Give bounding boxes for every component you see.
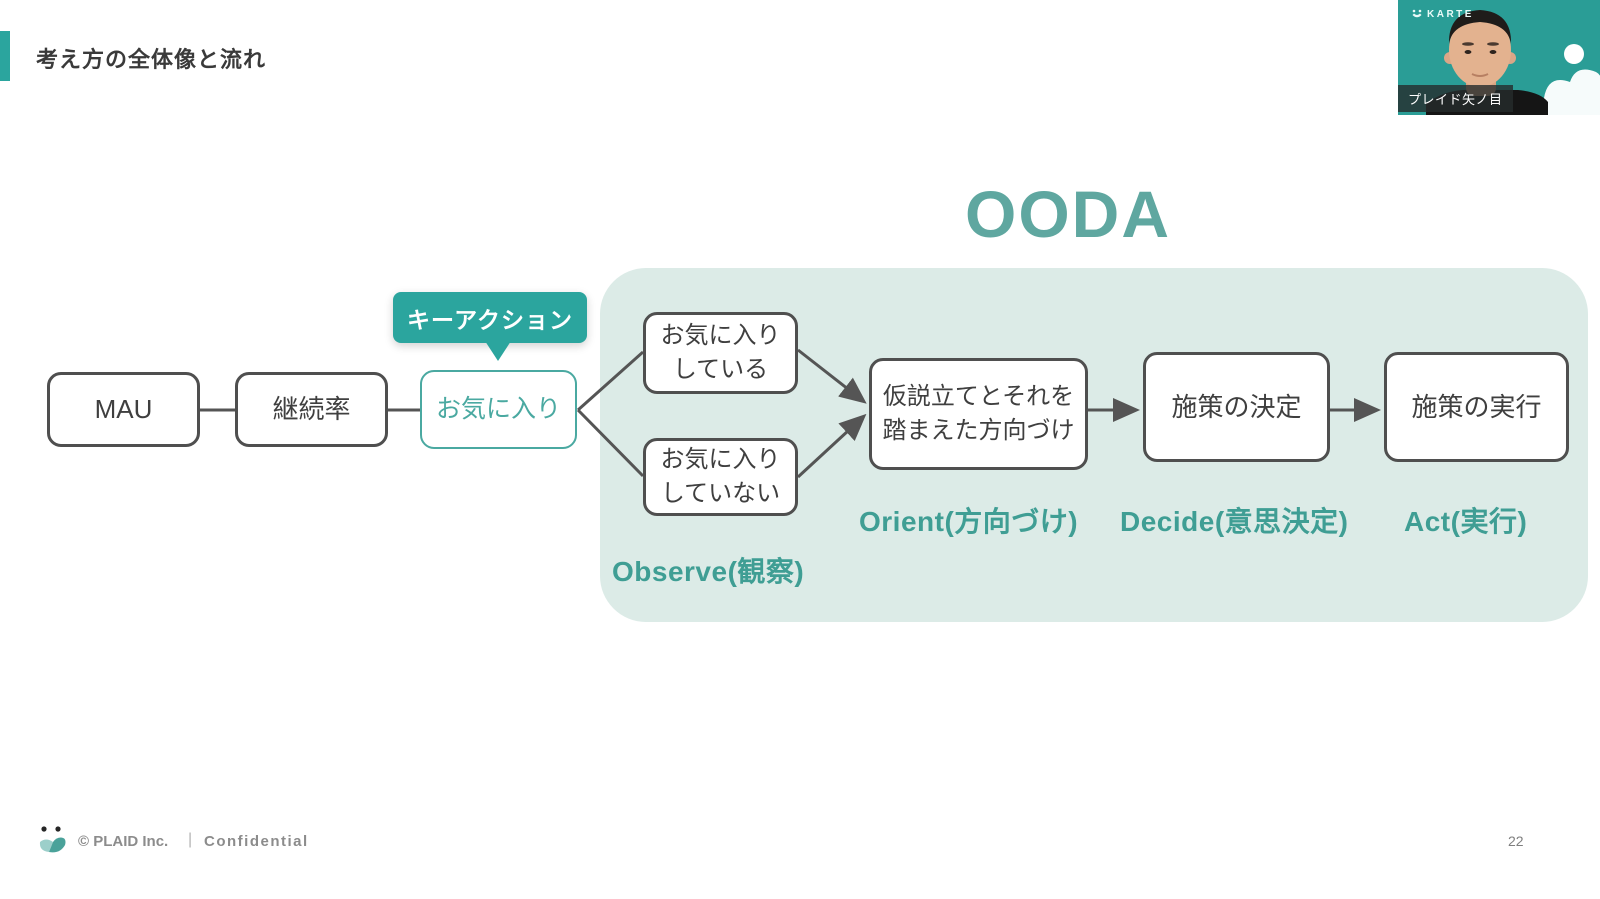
node-execute-measure: 施策の実行 bbox=[1384, 352, 1569, 462]
node-hypothesis-line1: 仮説立てとそれを bbox=[882, 383, 1075, 411]
karte-logo: KARTE bbox=[1411, 8, 1474, 20]
node-act-label: 施策の実行 bbox=[1411, 391, 1542, 422]
footer-separator: | bbox=[188, 831, 193, 848]
key-action-badge: キーアクション bbox=[393, 292, 587, 343]
webcam-name-label: プレイド矢ノ目 bbox=[1398, 85, 1513, 112]
webcam-deco-blob bbox=[1539, 69, 1600, 115]
footer-copyright: © PLAID Inc. bbox=[78, 833, 169, 850]
node-mau-label: MAU bbox=[94, 394, 153, 425]
phase-label-act: Act(実行) bbox=[1404, 506, 1528, 537]
webcam-video-tile: KARTE プレイド矢ノ目 bbox=[1398, 0, 1600, 115]
page-title: 考え方の全体像と流れ bbox=[36, 47, 267, 72]
node-decide-label: 施策の決定 bbox=[1171, 391, 1302, 422]
node-retention-rate: 継続率 bbox=[235, 372, 388, 447]
node-not-favorited-line2: していない bbox=[660, 480, 781, 507]
title-accent-bar bbox=[0, 31, 10, 81]
node-favorited-line2: している bbox=[672, 356, 769, 383]
node-favorited: お気に入り している bbox=[643, 312, 798, 394]
karte-logo-icon bbox=[1412, 9, 1422, 18]
slide-page-number: 22 bbox=[1508, 833, 1524, 849]
ooda-heading: OODA bbox=[965, 177, 1171, 251]
key-action-label: キーアクション bbox=[407, 306, 573, 333]
webcam-deco-circle bbox=[1564, 44, 1584, 64]
plaid-logo-icon bbox=[38, 824, 68, 861]
phase-label-observe: Observe(観察) bbox=[612, 556, 805, 587]
node-favorited-line1: お気に入り bbox=[660, 322, 781, 350]
node-retention-label: 継続率 bbox=[272, 394, 351, 425]
node-decide-measure: 施策の決定 bbox=[1143, 352, 1330, 462]
node-not-favorited: お気に入り していない bbox=[643, 438, 798, 516]
node-favorite: お気に入り bbox=[420, 370, 577, 449]
node-favorite-label: お気に入り bbox=[435, 395, 561, 423]
phase-label-decide: Decide(意思決定) bbox=[1120, 506, 1349, 537]
node-hypothesis-line2: 踏まえた方向づけ bbox=[882, 417, 1075, 444]
karte-logo-text: KARTE bbox=[1427, 8, 1474, 20]
node-mau: MAU bbox=[47, 372, 200, 447]
phase-label-orient: Orient(方向づけ) bbox=[859, 506, 1079, 537]
key-action-pointer bbox=[485, 341, 511, 361]
node-hypothesis-orientation: 仮説立てとそれを 踏まえた方向づけ bbox=[869, 358, 1088, 470]
node-not-favorited-line1: お気に入り bbox=[660, 446, 781, 474]
footer-confidential: Confidential bbox=[204, 833, 309, 850]
